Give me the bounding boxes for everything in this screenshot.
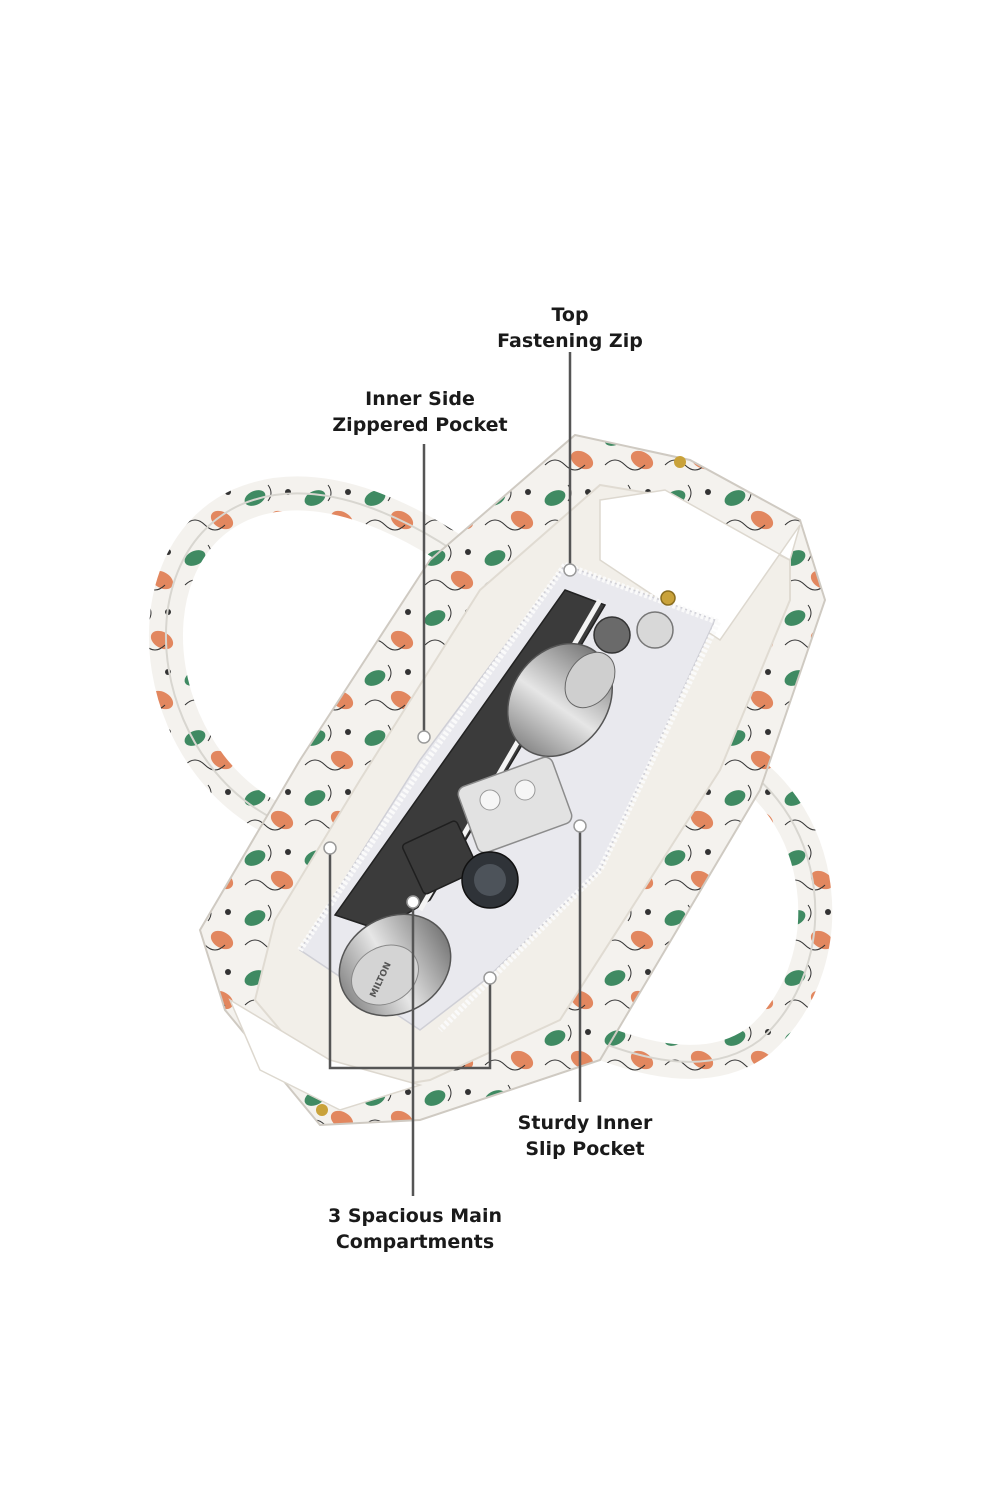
callout-sturdy-inner-slip-pocket: Sturdy Inner Slip Pocket [495,1110,675,1162]
callout-main-line2: Compartments [335,1231,495,1253]
top-zipper [563,562,720,625]
bottom-gusset [228,998,423,1111]
dot-main-compartments [406,895,420,909]
leader-lines [328,352,582,1196]
callout-dots [323,563,587,985]
dot-sturdy-slip-pocket [573,819,587,833]
callout-inner-side-line1: Inner Side [365,388,475,410]
dot-top-zip [563,563,577,577]
callout-top-fastening-zip: Top Fastening Zip [470,302,670,354]
callout-sturdy-line1: Sturdy Inner [517,1112,653,1134]
dot-compartment-right [483,971,497,985]
left-handle-edge [165,492,501,831]
buckle-bottom [316,1104,328,1116]
leader-compartments-bracket [328,848,492,1070]
buckle-top [674,456,686,468]
zip-pull [660,590,676,606]
callout-main-compartments: 3 Spacious Main Compartments [290,1203,540,1255]
top-gusset [599,489,801,642]
callout-top-zip-line2: Fastening Zip [497,330,643,352]
inner-zipper [297,563,568,952]
callout-inner-side-line2: Zippered Pocket [332,414,508,436]
dot-inner-side-pocket [417,730,431,744]
callout-sturdy-line2: Slip Pocket [525,1138,645,1160]
callout-inner-side-zippered-pocket: Inner Side Zippered Pocket [310,386,530,438]
callout-main-line1: 3 Spacious Main [328,1205,502,1227]
jar-top-right [636,611,674,649]
jar-top-left [593,616,631,654]
blister-pack [457,756,573,854]
compact-case [401,820,479,895]
dot-compartment-left [323,841,337,855]
callout-top-zip-line1: Top [551,304,589,326]
